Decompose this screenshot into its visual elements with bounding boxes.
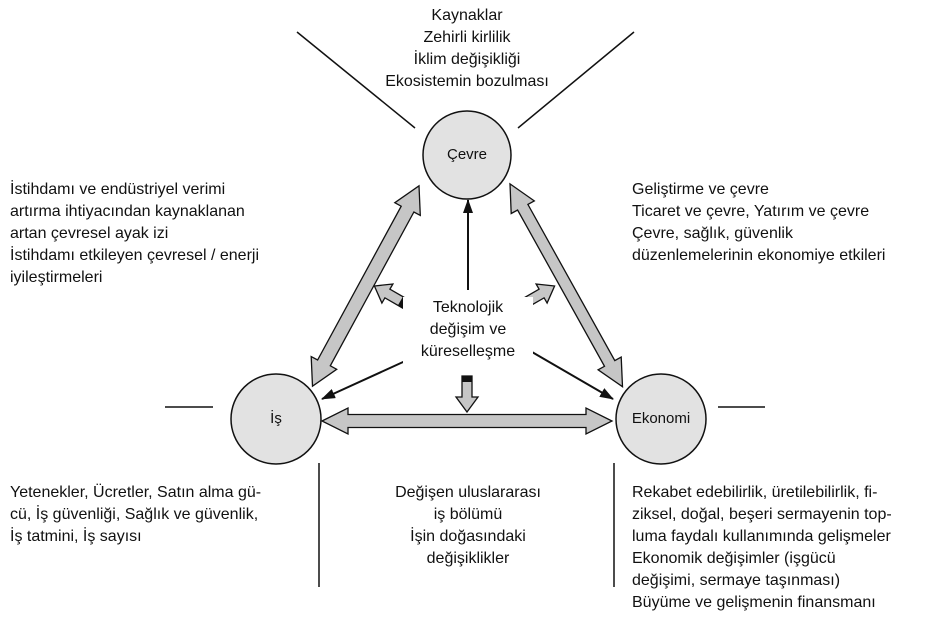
right-line: Çevre, sağlık, güvenlik xyxy=(632,225,793,242)
bottom-right-line: ziksel, doğal, beşeri sermayenin top- xyxy=(632,506,892,523)
left-line: İstihdamı etkileyen çevresel / enerji xyxy=(10,247,259,264)
node-cevre xyxy=(422,110,512,200)
top-line: İklim değişikliği xyxy=(413,51,521,68)
divider-top-right xyxy=(517,31,635,129)
bottom-left-text: Yetenekler, Ücretler, Satın alma gü- cü,… xyxy=(10,482,310,548)
double-arrow-cevre-ekonomi xyxy=(509,182,624,388)
right-line: düzenlemelerinin ekonomiye etkileri xyxy=(632,247,886,264)
node-label-cevre: Çevre xyxy=(446,146,487,163)
bottom-right-line: Büyüme ve gelişmenin finansmanı xyxy=(632,594,876,611)
top-line: Zehirli kirlilik xyxy=(423,29,511,46)
bottom-left-line: Yetenekler, Ücretler, Satın alma gü- xyxy=(10,484,262,501)
node-is xyxy=(230,373,322,465)
node-ekonomi xyxy=(615,373,707,465)
arrow-to-ekonomi xyxy=(531,351,614,400)
bottom-center-line: iş bölümü xyxy=(433,506,503,523)
bottom-right-line: değişimi, sermaye taşınması) xyxy=(632,572,841,589)
divider-top-left xyxy=(296,31,416,129)
left-text: İstihdamı ve endüstriyel verimi artırma … xyxy=(10,179,310,289)
top-text: Kaynaklar Zehirli kirlilik İklim değişik… xyxy=(357,5,577,93)
left-line: iyileştirmeleri xyxy=(10,269,103,286)
left-line: artırma ihtiyacından kaynaklanan xyxy=(10,203,245,220)
center-line: küreselleşme xyxy=(420,343,516,360)
node-label-is: İş xyxy=(270,410,282,427)
double-arrow-cevre-is xyxy=(310,184,421,388)
bottom-right-text: Rekabet edebilirlik, üretilebilirlik, fi… xyxy=(632,482,930,614)
bottom-center-line: İşin doğasındaki xyxy=(410,528,526,545)
double-arrow-is-ekonomi xyxy=(320,406,614,436)
bottom-left-line: cü, İş güvenliği, Sağlık ve güvenlik, xyxy=(10,506,259,523)
center-line: Teknolojik xyxy=(432,299,504,316)
right-line: Geliştirme ve çevre xyxy=(632,181,769,198)
center-line: değişim ve xyxy=(429,321,507,338)
node-label-ekonomi: Ekonomi xyxy=(631,410,691,427)
right-text: Geliştirme ve çevre Ticaret ve çevre, Ya… xyxy=(632,179,927,267)
bottom-center-line: Değişen uluslararası xyxy=(395,484,541,501)
center-label: Teknolojik değişim ve küreselleşme xyxy=(403,297,533,363)
top-line: Kaynaklar xyxy=(431,7,503,24)
bottom-center-line: değişiklikler xyxy=(426,550,510,567)
bottom-left-line: İş tatmini, İş sayısı xyxy=(10,528,142,545)
right-line: Ticaret ve çevre, Yatırım ve çevre xyxy=(632,203,870,220)
bottom-right-line: Ekonomik değişimler (işgücü xyxy=(632,550,836,567)
left-line: artan çevresel ayak izi xyxy=(10,225,169,242)
bottom-center-text: Değişen uluslararası iş bölümü İşin doğa… xyxy=(363,482,573,570)
bottom-right-line: Rekabet edebilirlik, üretilebilirlik, fi… xyxy=(632,484,878,501)
bottom-right-line: luma faydalı kullanımında gelişmeler xyxy=(632,528,891,545)
top-line: Ekosistemin bozulması xyxy=(385,73,549,90)
block-arrow-down xyxy=(454,375,480,414)
left-line: İstihdamı ve endüstriyel verimi xyxy=(10,181,226,198)
